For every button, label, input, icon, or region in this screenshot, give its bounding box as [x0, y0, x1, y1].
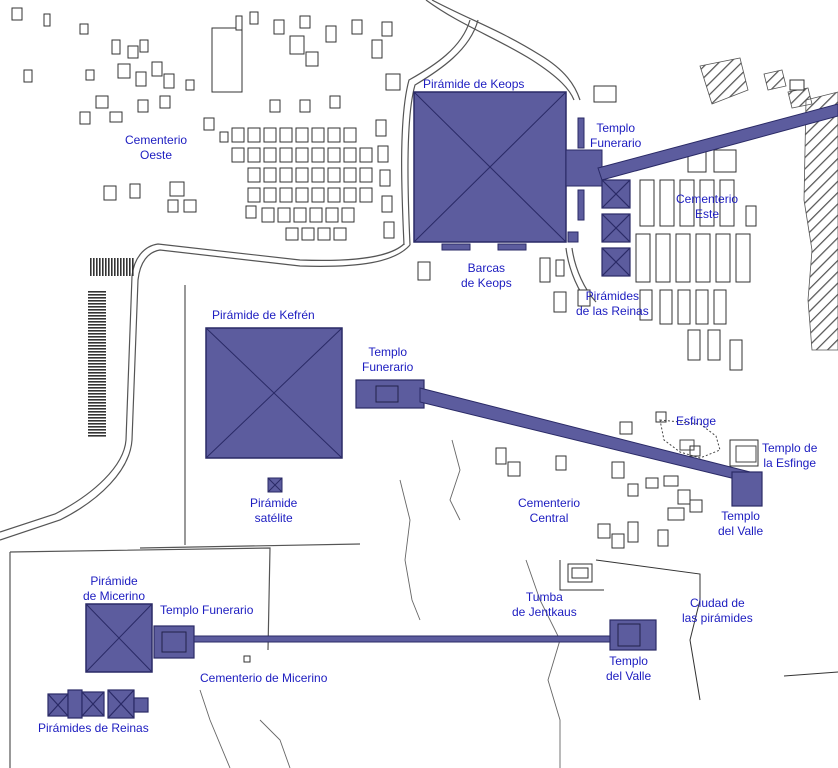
- pyramid-city-label: Ciudad de las pirámides: [682, 596, 753, 626]
- wadi-lines: [199, 439, 561, 768]
- keops-queens-pyramids: [601, 179, 631, 277]
- sphinx-label: Esfinge: [676, 414, 717, 428]
- keops-boats-label: Barcas de Keops: [461, 261, 512, 291]
- west-cemetery-grid: [219, 95, 395, 241]
- east-cemetery-label-line1: Cementerio: [676, 192, 739, 206]
- micerino-queens-label: Pirámides de Reinas: [38, 721, 149, 735]
- micerino-pyramid-label-line1: Pirámide: [90, 574, 138, 588]
- kefren-temple-label-line1: Templo: [368, 345, 408, 359]
- micerino-valley-temple-label-line2: del Valle: [606, 669, 652, 683]
- keops-temple-label-line1: Templo: [596, 121, 636, 135]
- khentkaus-tomb-label: Tumba de Jentkaus: [512, 590, 577, 620]
- khentkaus-area: [559, 559, 838, 701]
- sphinx-temple-label: Templo de la Esfinge: [762, 441, 817, 471]
- micerino-complex: [85, 603, 657, 673]
- micerino-pyramid-label: Pirámide de Micerino: [83, 574, 145, 604]
- roads: [0, 0, 597, 768]
- kefren-pyramid-label: Pirámide de Kefrén: [212, 308, 315, 322]
- west-cemetery-label-line1: Cementerio: [125, 133, 188, 147]
- east-cemetery-label-line2: Este: [695, 207, 720, 221]
- kefren-valley-temple-label-line1: Templo: [721, 509, 760, 523]
- west-marker-stripes: [90, 258, 134, 276]
- kefren-complex: [205, 327, 763, 507]
- micerino-cemetery-label: Cementerio de Micerino: [200, 671, 328, 685]
- keops-boats-label-line2: de Keops: [461, 276, 512, 290]
- keops-temple-label: Templo Funerario: [590, 121, 641, 151]
- west-cemetery-tombs: [11, 7, 401, 213]
- micerino-queens-pyramids: [47, 689, 149, 719]
- west-cemetery-label-line2: Oeste: [140, 148, 173, 162]
- kefren-valley-temple-label: Templo del Valle: [718, 509, 763, 539]
- keops-queens-label: Pirámides de las Reinas: [576, 289, 649, 319]
- keops-queens-label-line1: Pirámides: [585, 289, 640, 303]
- central-cemetery-label-line2: Central: [529, 511, 569, 525]
- micerino-valley-temple-label-line1: Templo: [609, 654, 648, 668]
- khentkaus-tomb-label-line2: de Jentkaus: [512, 605, 577, 619]
- central-cemetery-label: Cementerio Central: [518, 496, 580, 526]
- keops-boats-label-line1: Barcas: [467, 261, 506, 275]
- pyramid-city-label-line2: las pirámides: [682, 611, 753, 625]
- keops-temple-label-line2: Funerario: [590, 136, 642, 150]
- west-cemetery-label: Cementerio Oeste: [125, 133, 187, 163]
- satellite-pyramid-label: Pirámide satélite: [250, 496, 297, 526]
- micerino-temple-label: Templo Funerario: [160, 603, 254, 617]
- sphinx-temple-label-line1: Templo de: [762, 441, 818, 455]
- micerino-pyramid-label-line2: de Micerino: [83, 589, 146, 603]
- kefren-valley-temple-label-line2: del Valle: [718, 524, 764, 538]
- east-cemetery-label: Cementerio Este: [676, 192, 738, 222]
- central-cemetery-label-line1: Cementerio: [518, 496, 581, 510]
- east-cemetery-tombs: [635, 149, 757, 371]
- khentkaus-tomb-label-line1: Tumba: [525, 590, 563, 604]
- west-wall-stripes: [88, 290, 106, 438]
- keops-complex: [413, 91, 838, 251]
- micerino-valley-temple-label: Templo del Valle: [606, 654, 651, 684]
- sphinx-temple-label-line2: la Esfinge: [763, 456, 817, 470]
- pyramid-city-label-line1: Ciudad de: [689, 596, 745, 610]
- central-tombs: [417, 257, 759, 549]
- sphinx-area: [659, 419, 757, 463]
- satellite-pyramid-label-line1: Pirámide: [250, 496, 298, 510]
- satellite-pyramid-label-line2: satélite: [254, 511, 293, 525]
- kefren-temple-label: Templo Funerario: [362, 345, 413, 375]
- hatched-area: [593, 57, 838, 351]
- keops-pyramid-label: Pirámide de Keops: [423, 77, 525, 91]
- kefren-temple-label-line2: Funerario: [362, 360, 414, 374]
- keops-queens-label-line2: de las Reinas: [576, 304, 649, 318]
